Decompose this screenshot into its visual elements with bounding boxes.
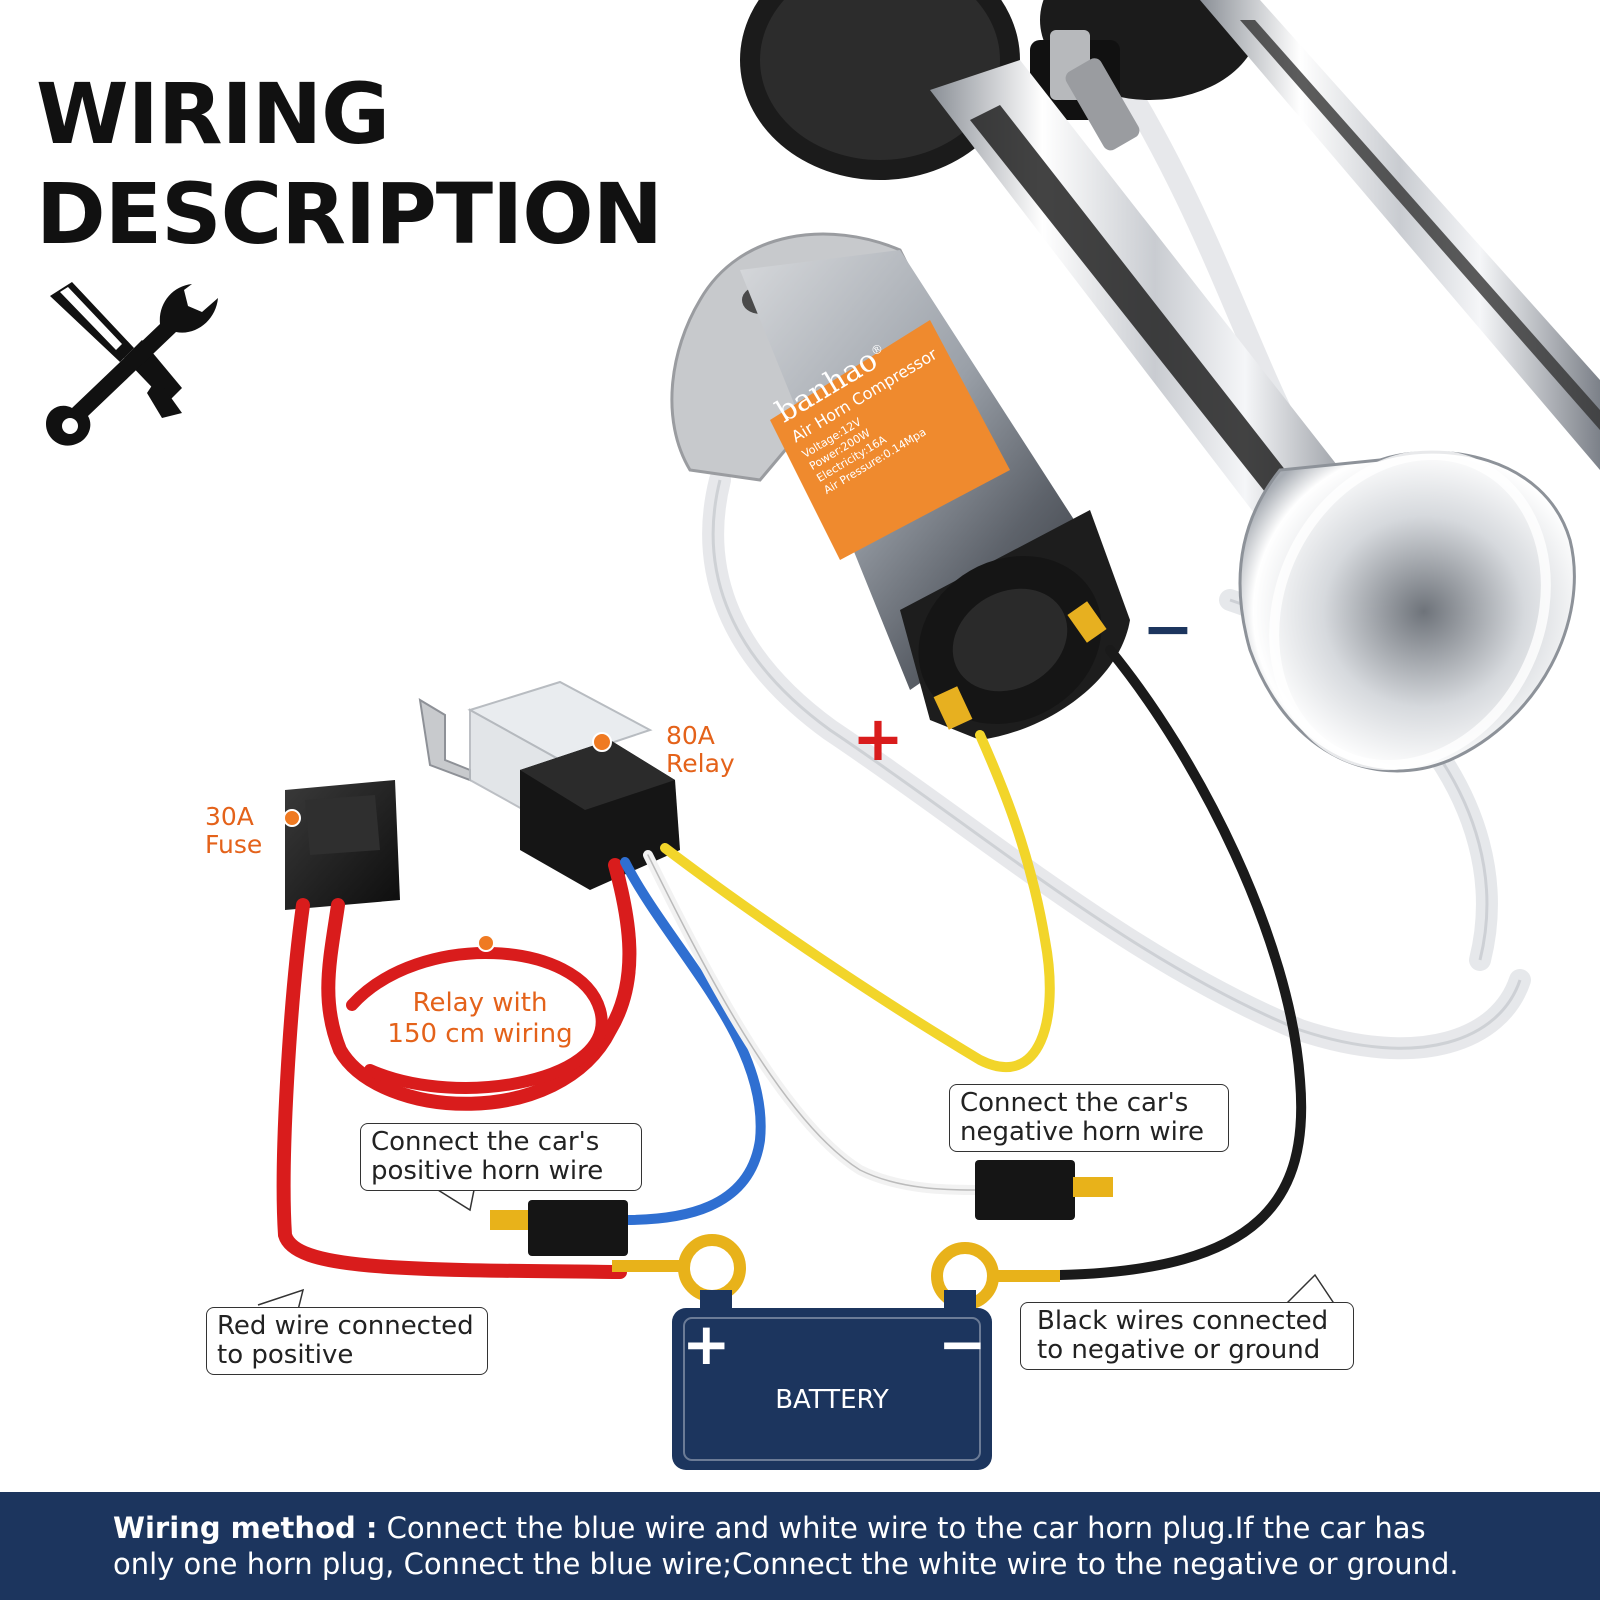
battery-label: BATTERY <box>775 1385 889 1415</box>
screwdriver-wrench-icon <box>46 282 218 446</box>
callout-negative-horn: Connect the car's negative horn wire <box>949 1084 1229 1152</box>
horn-connector-positive <box>490 1200 628 1256</box>
callout-positive-horn-line-1: Connect the car's <box>371 1127 600 1157</box>
compressor <box>670 232 1130 740</box>
wiring-label-line-1: Relay with <box>412 988 548 1018</box>
relay-name: Relay <box>666 749 735 778</box>
horn-base <box>740 0 1260 180</box>
relay-rating: 80A <box>666 721 715 750</box>
compressor-positive-sign: + <box>852 702 904 775</box>
relay-label: 80A Relay <box>666 722 735 778</box>
ring-terminal-positive <box>612 1234 746 1302</box>
callout-red-wire: Red wire connected to positive <box>206 1307 488 1375</box>
callout-negative-horn-line-1: Connect the car's <box>960 1088 1189 1118</box>
fuse-holder <box>283 780 400 910</box>
callout-red-wire-line-2: to positive <box>217 1340 354 1370</box>
battery-positive-sign: + <box>682 1310 731 1378</box>
footer-line-2: only one horn plug, Connect the blue wir… <box>113 1547 1459 1581</box>
footer-line-1: Connect the blue wire and white wire to … <box>377 1511 1426 1545</box>
horn-trumpet <box>930 0 1600 773</box>
title-line-1: WIRING <box>36 65 390 163</box>
title-line-2: DESCRIPTION <box>36 165 663 263</box>
callout-black-wire-line-2: to negative or ground <box>1037 1335 1321 1365</box>
callout-black-wire: Black wires connected to negative or gro… <box>1020 1302 1354 1370</box>
callout-positive-horn-line-2: positive horn wire <box>371 1156 604 1186</box>
callout-black-wire-line-1: Black wires connected <box>1037 1306 1329 1336</box>
callout-positive-horn: Connect the car's positive horn wire <box>360 1123 642 1191</box>
relay <box>418 680 680 890</box>
fuse-name: Fuse <box>205 830 263 859</box>
callout-negative-horn-line-2: negative horn wire <box>960 1117 1204 1147</box>
wires <box>276 645 1307 1280</box>
wiring-label-line-2: 150 cm wiring <box>387 1019 573 1049</box>
wiring-length-label: Relay with 150 cm wiring <box>380 988 580 1050</box>
battery-negative-sign: − <box>938 1310 987 1378</box>
wiring-method-footer: Wiring method : Connect the blue wire an… <box>0 1492 1600 1600</box>
fuse-label: 30A Fuse <box>205 803 262 859</box>
callout-red-wire-line-1: Red wire connected <box>217 1311 474 1341</box>
fuse-rating: 30A <box>205 802 254 831</box>
battery <box>672 1290 992 1470</box>
footer-heading: Wiring method : <box>113 1511 378 1545</box>
compressor-negative-sign: − <box>1142 592 1194 665</box>
horn-connector-negative <box>975 1160 1113 1220</box>
